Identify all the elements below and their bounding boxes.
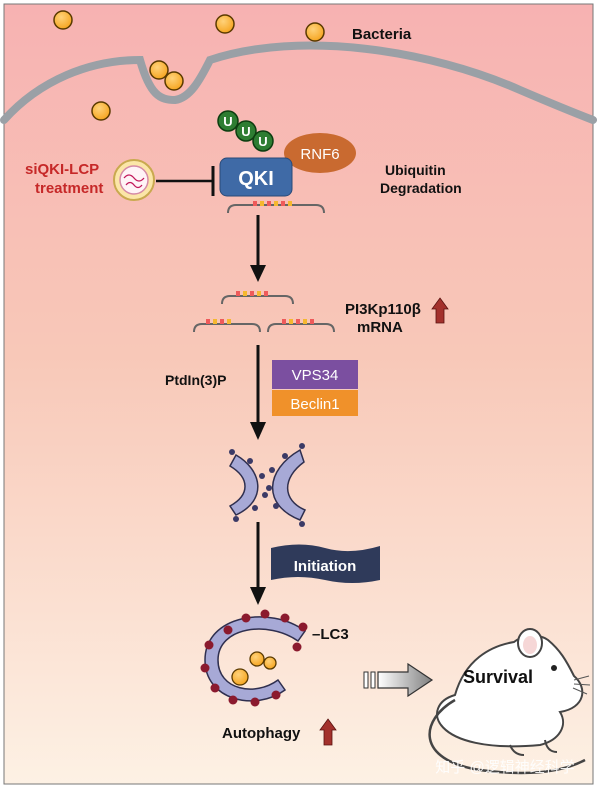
ubiquitin-label: U	[258, 134, 267, 149]
nanoparticle-icon	[113, 159, 155, 201]
inhibition-bar-icon	[156, 166, 215, 196]
ubiquitin-chain: U U U	[217, 110, 274, 152]
isolation-membrane	[228, 443, 307, 527]
ubiquitin-label: U	[241, 124, 250, 139]
initiation-label: Initiation	[294, 558, 357, 575]
bacteria-group	[53, 10, 325, 121]
mouse-icon	[428, 628, 591, 775]
survival-label: Survival	[463, 667, 533, 687]
autophagosome	[200, 609, 308, 707]
bacterium	[91, 101, 111, 121]
mrna-strand	[193, 319, 261, 333]
autophagy-label: Autophagy	[222, 725, 301, 742]
cell-membrane	[0, 41, 597, 124]
bacteria-label: Bacteria	[352, 26, 412, 43]
initiation-banner	[271, 544, 380, 583]
mrna-strand	[221, 291, 294, 305]
watermark: 知乎 @逻辑神经科学	[435, 759, 574, 776]
bacterium	[149, 60, 169, 80]
qki-label: QKI	[238, 168, 274, 190]
bacterium	[164, 71, 184, 91]
mrna-strand	[227, 201, 325, 214]
pi3k-label: PI3Kp110β	[345, 301, 421, 318]
hollow-arrow-icon	[363, 662, 434, 698]
qki-protein	[219, 157, 293, 197]
ptdins-label: PtdIn(3)P	[165, 372, 226, 388]
bacterium	[215, 14, 235, 34]
up-arrow-icon	[319, 718, 337, 746]
bacterium	[305, 22, 325, 42]
beclin-label: Beclin1	[290, 396, 339, 413]
up-arrow-icon	[431, 297, 449, 324]
vps34-label: VPS34	[292, 367, 339, 384]
vps34-box	[272, 360, 358, 389]
siqki-lcp-label: siQKI-LCP	[25, 161, 99, 178]
rnf6-enzyme	[284, 133, 356, 173]
beclin-box	[272, 390, 358, 416]
ubiquitin-label: U	[223, 114, 232, 129]
lc3-label: –LC3	[312, 626, 349, 643]
mrna-strand	[267, 319, 335, 333]
ubiquitin-degradation-label: Degradation	[380, 180, 462, 196]
down-arrow	[250, 215, 266, 282]
mrna-label: mRNA	[357, 319, 403, 336]
ubiquitin-degradation-label: Ubiquitin	[385, 162, 446, 178]
down-arrow	[250, 522, 266, 605]
treatment-label: treatment	[35, 180, 103, 197]
bacterium	[53, 10, 73, 30]
down-arrow	[250, 345, 266, 440]
rnf6-label: RNF6	[300, 146, 339, 163]
